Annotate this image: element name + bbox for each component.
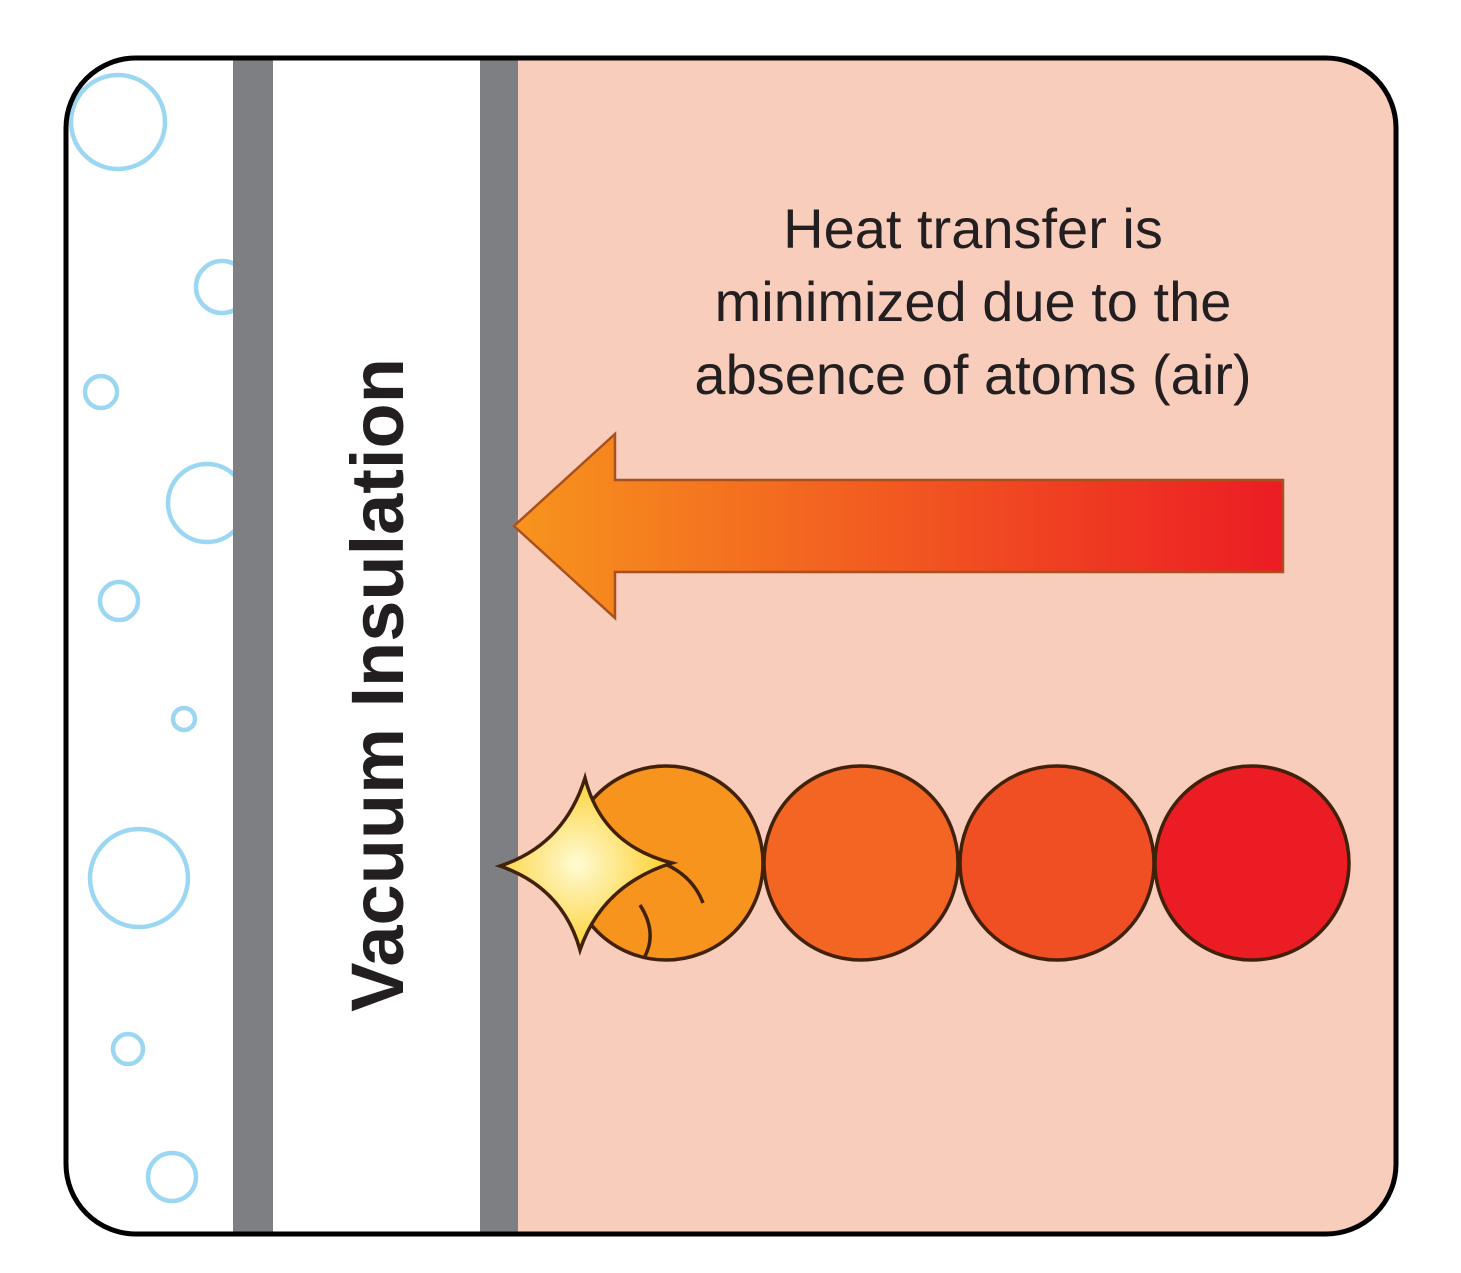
atom-2 <box>762 764 960 962</box>
bubble <box>87 826 191 930</box>
spark-icon <box>494 771 705 959</box>
spark-whisker <box>638 904 652 959</box>
bubble <box>170 705 198 733</box>
caption-line-1: Heat transfer is <box>783 197 1163 260</box>
bubble <box>145 1150 199 1204</box>
outer-border <box>63 55 1399 1237</box>
atom-3 <box>958 764 1156 962</box>
bubble <box>68 72 168 172</box>
wall-right <box>480 58 518 1234</box>
caption: Heat transfer is minimized due to the ab… <box>694 197 1251 406</box>
atom-4 <box>1153 764 1351 962</box>
hot-region <box>518 58 1396 1234</box>
spark-star <box>494 771 679 956</box>
bubble <box>82 373 120 411</box>
bubble-group <box>68 72 251 1204</box>
caption-line-2: minimized due to the <box>715 270 1232 333</box>
wall-left <box>233 58 273 1234</box>
bubble <box>110 1031 146 1067</box>
bubble <box>97 579 141 623</box>
atom-row <box>567 764 1351 962</box>
vacuum-insulation-label: Vacuum Insulation <box>336 358 419 1012</box>
heat-arrow <box>512 431 1285 621</box>
caption-line-3: absence of atoms (air) <box>694 343 1251 406</box>
